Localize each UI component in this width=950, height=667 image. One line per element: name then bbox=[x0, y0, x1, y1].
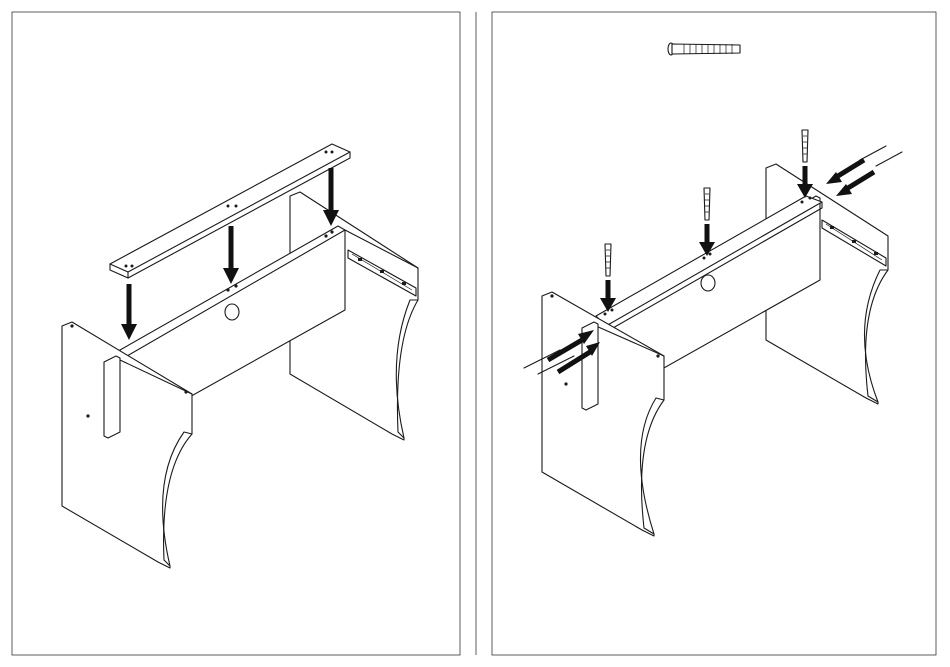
cam-bolt-icon bbox=[860, 146, 902, 166]
arrow-down-icon bbox=[121, 284, 137, 340]
cam-bolt-icon bbox=[704, 188, 710, 220]
arrow-down-icon bbox=[223, 226, 239, 284]
front-leg-post bbox=[104, 356, 120, 438]
cam-bolt-icon bbox=[605, 244, 611, 276]
cam-bolt-icon bbox=[668, 43, 740, 55]
cam-bolt-icon bbox=[802, 130, 808, 162]
step-left-diagram bbox=[62, 144, 418, 568]
step-right-diagram bbox=[524, 43, 902, 536]
